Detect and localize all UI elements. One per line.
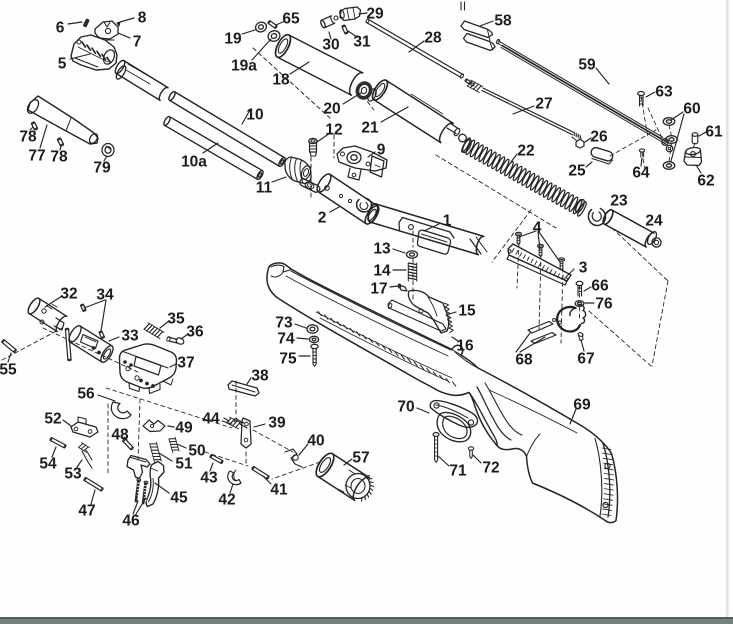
- svg-text:77: 77: [28, 148, 45, 165]
- svg-text:43: 43: [200, 470, 218, 487]
- svg-text:62: 62: [697, 173, 714, 190]
- svg-text:52: 52: [44, 411, 61, 428]
- svg-text:75: 75: [279, 351, 297, 368]
- svg-text:9: 9: [377, 142, 386, 159]
- svg-text:2: 2: [318, 210, 327, 227]
- svg-text:63: 63: [655, 84, 673, 101]
- svg-text:18: 18: [272, 72, 290, 89]
- svg-text:32: 32: [60, 286, 77, 303]
- svg-text:56: 56: [77, 386, 95, 403]
- svg-text:22: 22: [517, 143, 534, 160]
- svg-text:1: 1: [443, 213, 452, 230]
- svg-text:57: 57: [352, 450, 369, 467]
- svg-text:73: 73: [275, 315, 293, 332]
- svg-text:27: 27: [535, 96, 552, 113]
- svg-text:20: 20: [323, 101, 340, 118]
- svg-text:28: 28: [424, 30, 442, 47]
- svg-text:70: 70: [397, 399, 414, 416]
- svg-text:67: 67: [577, 351, 594, 368]
- svg-text:35: 35: [167, 311, 185, 328]
- svg-text:10a: 10a: [181, 154, 207, 171]
- svg-text:7: 7: [133, 34, 142, 51]
- svg-text:15: 15: [458, 303, 476, 320]
- svg-text:42: 42: [218, 492, 235, 509]
- svg-text:31: 31: [353, 34, 371, 51]
- svg-text:33: 33: [121, 328, 139, 345]
- svg-text:30: 30: [322, 37, 339, 54]
- svg-text:55: 55: [0, 362, 17, 379]
- svg-text:59: 59: [578, 57, 596, 74]
- svg-text:41: 41: [270, 482, 288, 499]
- svg-text:40: 40: [307, 433, 324, 450]
- svg-text:44: 44: [202, 411, 220, 428]
- svg-text:17: 17: [370, 281, 387, 298]
- svg-text:29: 29: [366, 6, 384, 23]
- svg-text:14: 14: [373, 263, 391, 280]
- svg-text:72: 72: [482, 460, 499, 477]
- svg-text:5: 5: [58, 56, 67, 73]
- svg-text:48: 48: [111, 427, 129, 444]
- svg-text:24: 24: [645, 213, 663, 230]
- svg-text:58: 58: [494, 13, 512, 30]
- svg-text:79: 79: [93, 160, 111, 177]
- svg-text:46: 46: [122, 513, 140, 530]
- svg-text:19a: 19a: [231, 58, 257, 75]
- svg-text:25: 25: [568, 163, 586, 180]
- svg-text:16: 16: [456, 338, 474, 355]
- svg-text:4: 4: [533, 220, 542, 237]
- svg-text:60: 60: [683, 101, 700, 118]
- svg-text:54: 54: [39, 456, 57, 473]
- svg-text:69: 69: [573, 397, 591, 414]
- svg-text:19: 19: [224, 31, 242, 48]
- svg-text:36: 36: [186, 324, 204, 341]
- svg-text:11: 11: [256, 180, 273, 197]
- svg-text:51: 51: [175, 456, 193, 473]
- svg-text:10: 10: [246, 107, 263, 124]
- svg-text:45: 45: [170, 490, 188, 507]
- svg-text:6: 6: [56, 20, 65, 37]
- svg-text:68: 68: [515, 352, 533, 369]
- svg-text:39: 39: [268, 415, 286, 432]
- svg-text:66: 66: [591, 278, 609, 295]
- svg-text:34: 34: [96, 287, 114, 304]
- svg-text:38: 38: [251, 368, 269, 385]
- svg-text:65: 65: [282, 11, 300, 28]
- svg-text:53: 53: [64, 466, 82, 483]
- svg-text:23: 23: [610, 193, 628, 210]
- svg-text:26: 26: [590, 129, 608, 146]
- svg-text:49: 49: [175, 420, 193, 437]
- svg-text:64: 64: [632, 165, 650, 182]
- svg-text:47: 47: [78, 503, 95, 520]
- svg-text:76: 76: [595, 296, 613, 313]
- svg-text:78: 78: [50, 149, 68, 166]
- svg-text:61: 61: [705, 124, 723, 141]
- svg-text:21: 21: [361, 120, 379, 137]
- svg-text:12: 12: [325, 122, 342, 139]
- svg-text:8: 8: [138, 10, 147, 27]
- svg-text:3: 3: [579, 260, 588, 277]
- svg-text:50: 50: [188, 443, 205, 460]
- svg-text:37: 37: [177, 355, 194, 372]
- svg-text:13: 13: [373, 241, 391, 258]
- svg-text:74: 74: [277, 331, 295, 348]
- svg-text:71: 71: [449, 463, 467, 480]
- svg-text:78: 78: [19, 129, 37, 146]
